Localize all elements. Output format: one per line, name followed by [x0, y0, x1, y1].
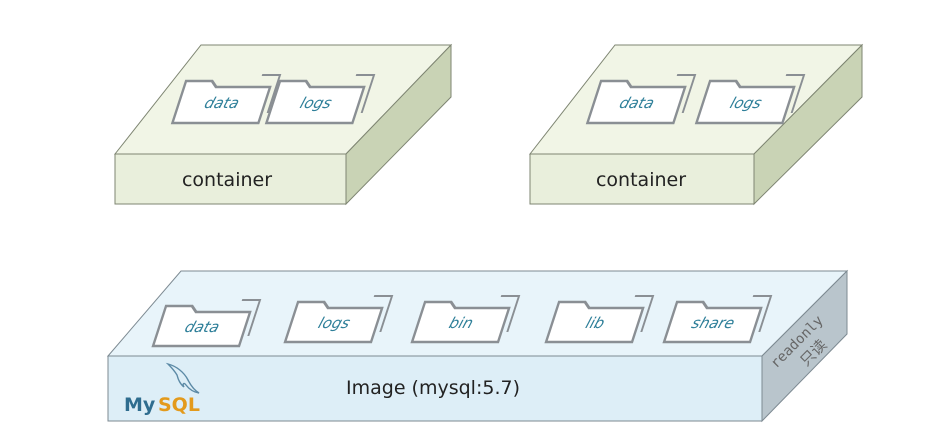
- folder-icon: [264, 79, 366, 125]
- container-2-folder-logs-label: logs: [728, 94, 764, 112]
- container-2-folder-logs: logs: [694, 74, 806, 125]
- image-folder-data: data: [151, 299, 262, 348]
- container-block-2: container data logs: [528, 43, 864, 206]
- folder-tab-icon: [355, 74, 376, 113]
- container-2-folder-data-label: data: [617, 94, 656, 112]
- container-1-folder-logs: logs: [264, 74, 376, 125]
- image-folder-share: share: [662, 295, 773, 344]
- image-folder-share-label: share: [689, 314, 737, 332]
- image-folder-lib: lib: [544, 295, 655, 344]
- image-block-front: [107, 355, 763, 422]
- folder-tab-icon: [634, 295, 655, 332]
- mysql-logo-sql: SQL: [158, 394, 200, 416]
- image-folder-bin-label: bin: [447, 314, 476, 332]
- image-folder-logs-label: logs: [316, 314, 352, 332]
- container-block-1-front: [114, 153, 347, 205]
- container-block-2-front: [529, 153, 755, 205]
- mysql-logo: My SQL: [124, 362, 200, 416]
- folder-tab-icon: [241, 299, 262, 336]
- image-label: Image (mysql:5.7): [346, 377, 520, 399]
- image-folder-bin: bin: [410, 295, 521, 344]
- folder-icon: [283, 300, 384, 344]
- container-1-folder-logs-label: logs: [298, 94, 334, 112]
- image-folder-lib-label: lib: [583, 314, 607, 332]
- container-block-1: container data logs: [113, 43, 453, 206]
- image-block: Image (mysql:5.7) data logs bin lib shar…: [106, 269, 849, 423]
- folder-tab-icon: [752, 295, 773, 332]
- container-1-folder-data: data: [170, 74, 282, 125]
- folder-icon: [585, 79, 687, 125]
- container-2-label: container: [596, 169, 686, 191]
- image-folder-logs: logs: [283, 295, 394, 344]
- folder-icon: [151, 304, 252, 348]
- container-1-label: container: [182, 169, 272, 191]
- folder-tab-icon: [785, 74, 806, 113]
- folder-icon: [694, 79, 796, 125]
- container-1-folder-data-label: data: [202, 94, 241, 112]
- folder-tab-icon: [261, 74, 282, 113]
- dolphin-icon: [165, 362, 200, 394]
- mysql-logo-my: My: [124, 394, 156, 416]
- folder-tab-icon: [373, 295, 394, 332]
- folder-tab-icon: [676, 74, 697, 113]
- folder-icon: [410, 300, 511, 344]
- folder-tab-icon: [500, 295, 521, 332]
- container-2-folder-data: data: [585, 74, 697, 125]
- folder-icon: [544, 300, 645, 344]
- image-folder-data-label: data: [182, 318, 221, 336]
- folder-icon: [662, 300, 763, 344]
- folder-icon: [170, 79, 272, 125]
